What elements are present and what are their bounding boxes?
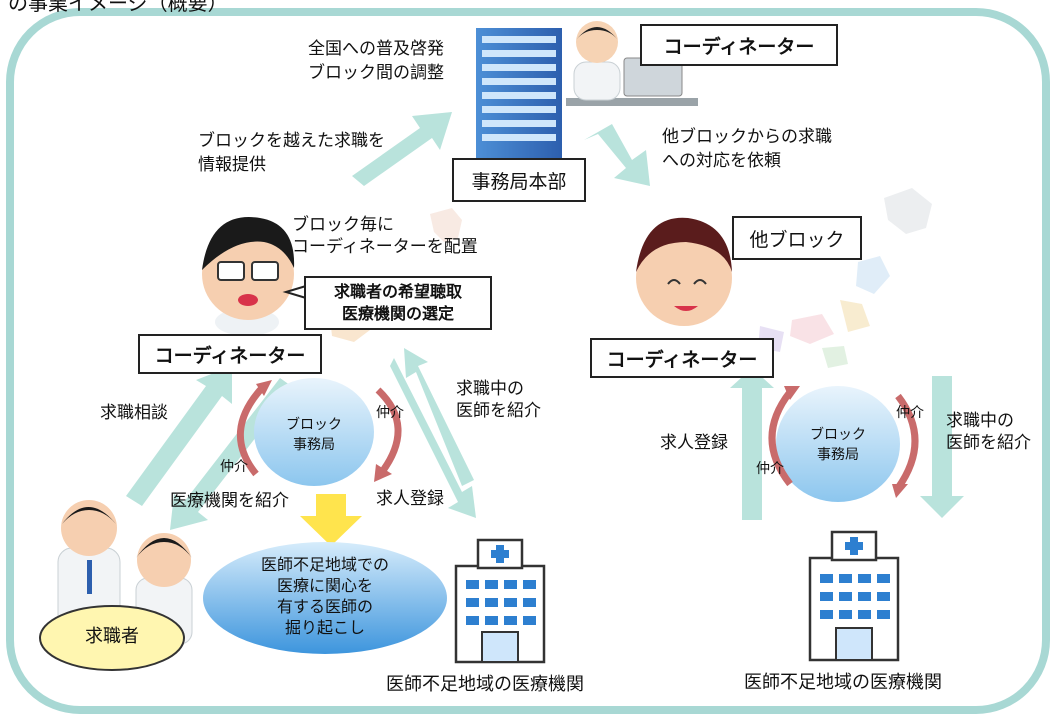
other-block-label: 他ブロック (732, 216, 862, 260)
arrow-intro-doctor-right (920, 376, 964, 518)
mediate-arrow-right (375, 387, 402, 475)
person-at-laptop-icon (566, 21, 698, 106)
outreach-line4: 掘り起こし (284, 618, 365, 637)
seeker-label: 求職者 (85, 626, 139, 647)
intro-doctor-line1: 求職中の (456, 379, 524, 399)
intro-hospital-label: 医療機関を紹介 (170, 491, 289, 511)
outreach-ellipse (203, 542, 447, 654)
outreach-line2: 医療に関心を (276, 576, 373, 595)
japan-map-icon (758, 188, 932, 368)
block-office (776, 386, 900, 502)
right-intro-doctor-line2: 医師を紹介 (946, 433, 1031, 453)
right-office-line1: ブロック (810, 427, 866, 443)
hq-coordinator-label: コーディネーター (640, 24, 838, 66)
other-request-line2: への対応を依頼 (662, 151, 781, 171)
arrow-from-hq (584, 124, 650, 186)
right-office-line2: 事務局 (817, 447, 859, 463)
mediate-arrow-left (768, 389, 793, 487)
placement-line1: ブロック毎に (292, 215, 394, 235)
hospital-icon (454, 538, 546, 664)
office-building-icon (476, 28, 562, 160)
seeker-ellipse (39, 605, 185, 671)
header-fragment: の事業イメージ（概要） (8, 0, 228, 15)
speech-line2: 医療機関の選定 (341, 304, 454, 323)
hq-role-line1: 全国への普及啓発 (308, 39, 444, 59)
right-intro-doctor-line1: 求職中の (946, 411, 1014, 431)
block-office (254, 378, 374, 486)
mediate-right-label: 仲介 (376, 405, 404, 421)
hq-label: 事務局本部 (452, 158, 586, 202)
outreach-text: 医師不足地域での 医療に関心を 有する医師の 掘り起こし (230, 554, 420, 638)
other-request-line1: 他ブロックからの求職 (662, 127, 832, 147)
outer-frame (6, 8, 1050, 714)
left-hospital-label: 医師不足地域の医療機関 (386, 674, 584, 695)
right-job-register-label: 求人登録 (660, 433, 728, 453)
doctor-icon (636, 217, 732, 326)
doctor-icon (202, 217, 295, 336)
arrow-intro-doctor (390, 358, 476, 518)
speech-bubble: 求職者の希望聴取 医療機関の選定 (304, 276, 492, 330)
down-arrow (300, 494, 362, 546)
placement-line2: コーディネーターを配置 (292, 237, 478, 257)
cross-block-line2: 情報提供 (198, 155, 266, 175)
hospital-icon (808, 530, 900, 662)
mediate-left-label: 仲介 (220, 459, 248, 475)
arrow-consult (126, 366, 232, 506)
mediate-arrow-left (236, 385, 265, 477)
mediate-arrow-right (895, 393, 919, 491)
right-coordinator-label: コーディネーター (590, 338, 774, 378)
right-mediate-right-label: 仲介 (896, 405, 924, 421)
outreach-line1: 医師不足地域での (260, 555, 389, 574)
arrow-to-hq (352, 112, 452, 186)
arrow-job-register-right (730, 368, 774, 520)
consult-label: 求職相談 (100, 403, 168, 423)
office-line1: ブロック (286, 417, 342, 433)
hq-role-line2: ブロック間の調整 (308, 63, 444, 83)
right-mediate-left-label: 仲介 (756, 461, 784, 477)
office-line2: 事務局 (293, 437, 335, 453)
outreach-line3: 有する医師の (276, 597, 373, 616)
job-register-label: 求人登録 (376, 489, 444, 509)
arrow-job-register (404, 348, 474, 486)
intro-doctor-line2: 医師を紹介 (456, 401, 541, 421)
left-coordinator-label: コーディネーター (138, 334, 322, 374)
right-hospital-label: 医師不足地域の医療機関 (744, 672, 942, 693)
cross-block-line1: ブロックを越えた求職を (198, 131, 385, 151)
speech-line1: 求職者の希望聴取 (333, 282, 462, 301)
